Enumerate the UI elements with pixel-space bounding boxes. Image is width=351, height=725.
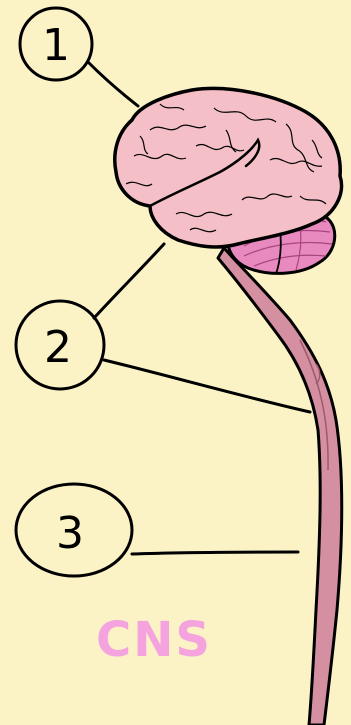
callout-2-leader-line-lower bbox=[104, 360, 310, 412]
callout-3-number: 3 bbox=[56, 508, 84, 559]
callout-2-leader-line-upper bbox=[94, 244, 164, 318]
callout-1-number: 1 bbox=[42, 20, 70, 71]
brain bbox=[115, 88, 342, 247]
callout-1-leader-line bbox=[88, 62, 138, 106]
diagram-caption: CNS bbox=[96, 612, 212, 668]
callout-3-leader-line bbox=[132, 552, 298, 554]
callout-1: 1 bbox=[20, 8, 138, 106]
callout-3: 3 bbox=[16, 484, 298, 576]
callout-2-number: 2 bbox=[44, 322, 72, 373]
spinal-cord bbox=[218, 248, 342, 725]
